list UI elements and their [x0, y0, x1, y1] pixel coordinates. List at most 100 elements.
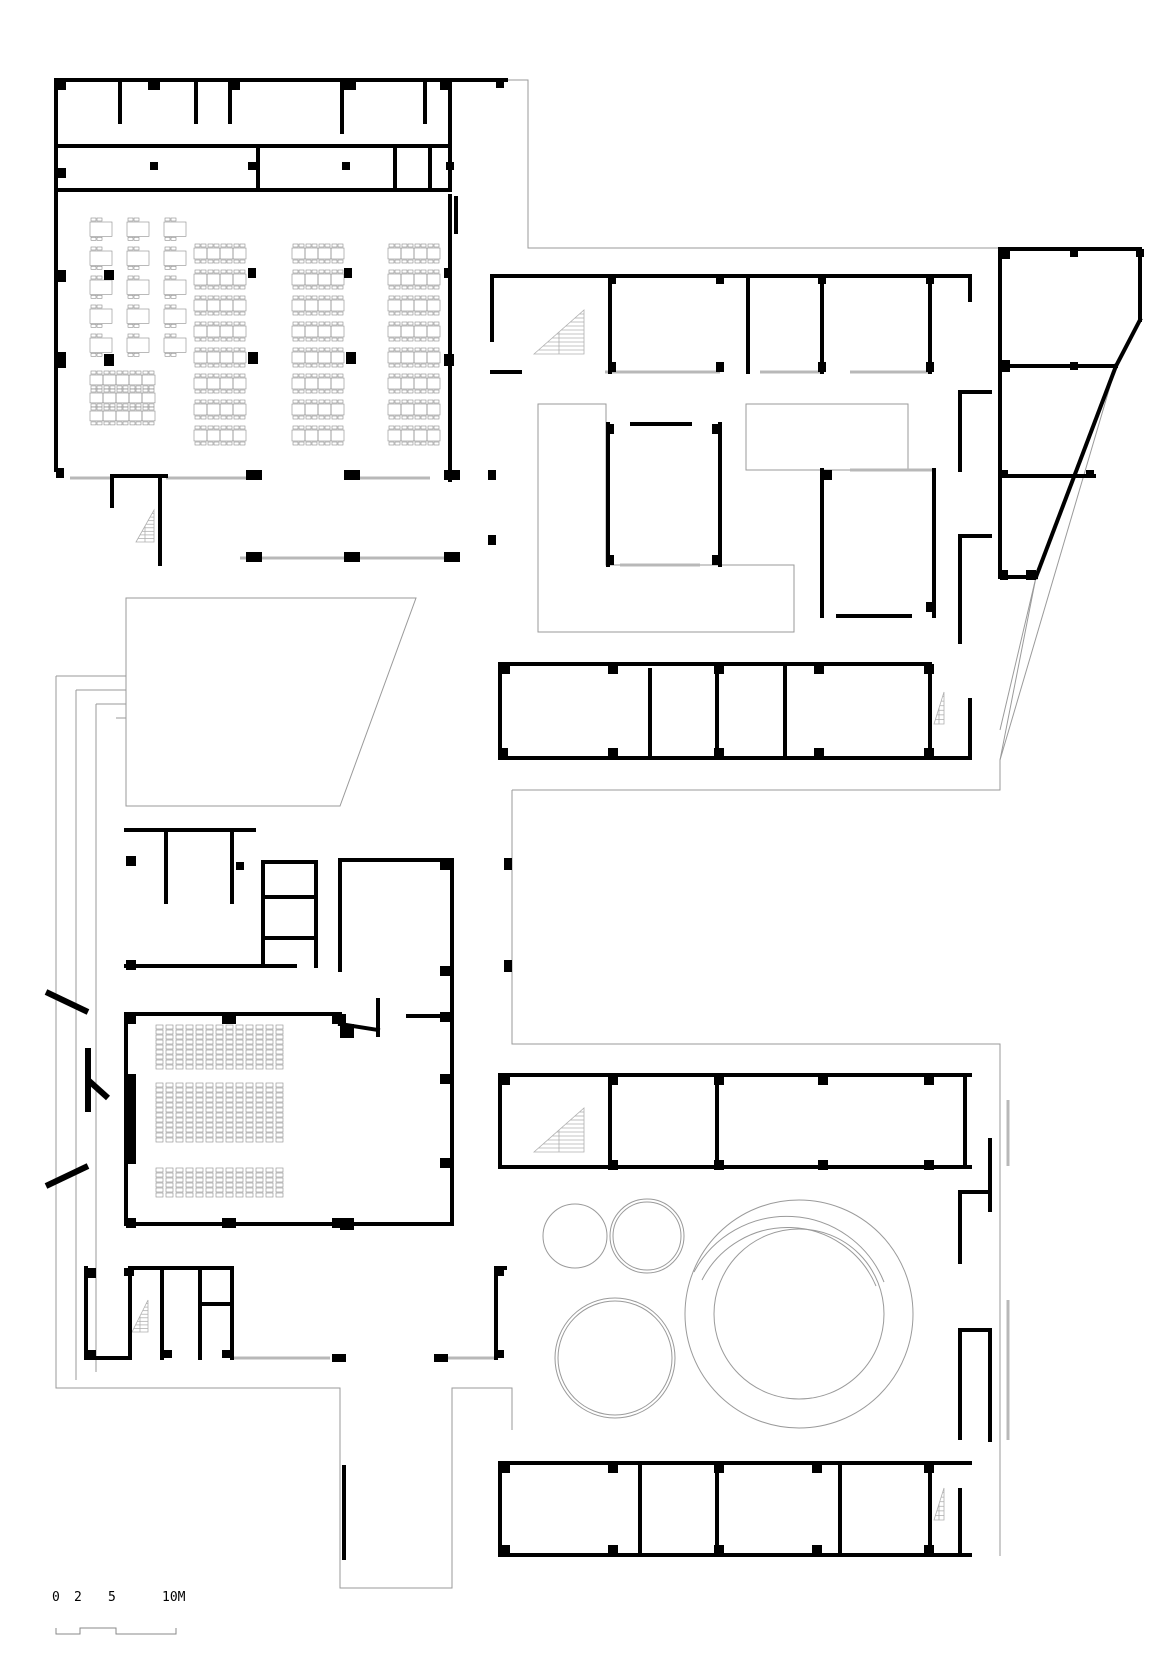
column [148, 80, 160, 90]
column [344, 470, 360, 480]
column [606, 424, 614, 434]
column [104, 354, 114, 366]
column [818, 1075, 828, 1085]
outline [125, 597, 417, 807]
seat-block [291, 243, 345, 446]
column [440, 1158, 450, 1168]
column [104, 270, 114, 280]
column [126, 1014, 136, 1024]
column [818, 362, 826, 372]
column [342, 162, 350, 170]
column [248, 268, 256, 278]
column [1070, 362, 1078, 370]
column [814, 664, 824, 674]
outline [999, 576, 1037, 731]
column [236, 862, 244, 870]
round-room-inner [612, 1201, 682, 1271]
scale-label-2: 2 [74, 1590, 82, 1605]
column [608, 1160, 618, 1170]
column [56, 168, 66, 178]
plaza-mark [44, 1163, 90, 1189]
outline [55, 676, 513, 1589]
column [608, 1463, 618, 1473]
column [56, 270, 66, 282]
column [1136, 249, 1144, 257]
column [926, 362, 934, 372]
outline [745, 403, 909, 471]
column [812, 1545, 822, 1555]
column [248, 162, 256, 170]
column [150, 162, 158, 170]
column [1000, 249, 1010, 259]
column [608, 276, 616, 284]
site-outline-layer [55, 79, 1117, 1589]
column [440, 966, 450, 976]
column [434, 1354, 448, 1362]
round-pavilion-layer [542, 1198, 914, 1429]
column [86, 1268, 96, 1278]
round-room [542, 1203, 608, 1269]
column [1070, 249, 1078, 257]
seat-block [155, 1024, 284, 1070]
column [124, 1268, 134, 1276]
column [500, 1463, 510, 1473]
column [812, 1463, 822, 1473]
seat-block [155, 1082, 284, 1143]
round-room-inner [557, 1300, 673, 1416]
column [248, 352, 258, 364]
column [716, 362, 724, 372]
column [344, 552, 360, 562]
wall [1113, 317, 1143, 369]
scale-label-5: 5 [108, 1590, 116, 1605]
column [344, 268, 352, 278]
round-room [684, 1199, 914, 1429]
stair [135, 508, 155, 543]
column [822, 470, 832, 480]
column [488, 535, 496, 545]
wall-layer [54, 78, 1143, 1560]
column [340, 1218, 354, 1230]
column [162, 1350, 172, 1358]
stair [532, 309, 585, 355]
round-room [609, 1198, 685, 1274]
column [126, 1074, 136, 1164]
column [444, 552, 460, 562]
column [716, 276, 724, 284]
entrance-plaza-marks [44, 989, 111, 1189]
column [504, 960, 512, 972]
seat-block [387, 243, 441, 446]
column [1086, 470, 1094, 478]
column [500, 664, 510, 674]
column [222, 1014, 236, 1024]
column [714, 1545, 724, 1555]
column [712, 424, 720, 434]
column [1000, 570, 1008, 580]
column [500, 748, 508, 760]
column [1026, 570, 1036, 580]
column [56, 80, 66, 90]
column [926, 602, 934, 612]
column [496, 1350, 504, 1358]
column [924, 748, 934, 758]
column [488, 470, 496, 480]
column [500, 1545, 510, 1555]
column [608, 1545, 618, 1555]
column [340, 1024, 354, 1038]
column [818, 1160, 828, 1170]
column [246, 552, 262, 562]
column [608, 748, 618, 758]
column [1000, 360, 1010, 372]
wall [1033, 363, 1119, 580]
column [924, 1463, 934, 1473]
column [714, 1463, 724, 1473]
column [606, 555, 614, 565]
column [496, 80, 504, 88]
column [608, 1075, 618, 1085]
column [714, 748, 724, 758]
column [126, 856, 136, 866]
column [440, 1074, 450, 1084]
plaza-mark [85, 1077, 111, 1101]
round-room [554, 1297, 676, 1419]
column [712, 555, 720, 565]
